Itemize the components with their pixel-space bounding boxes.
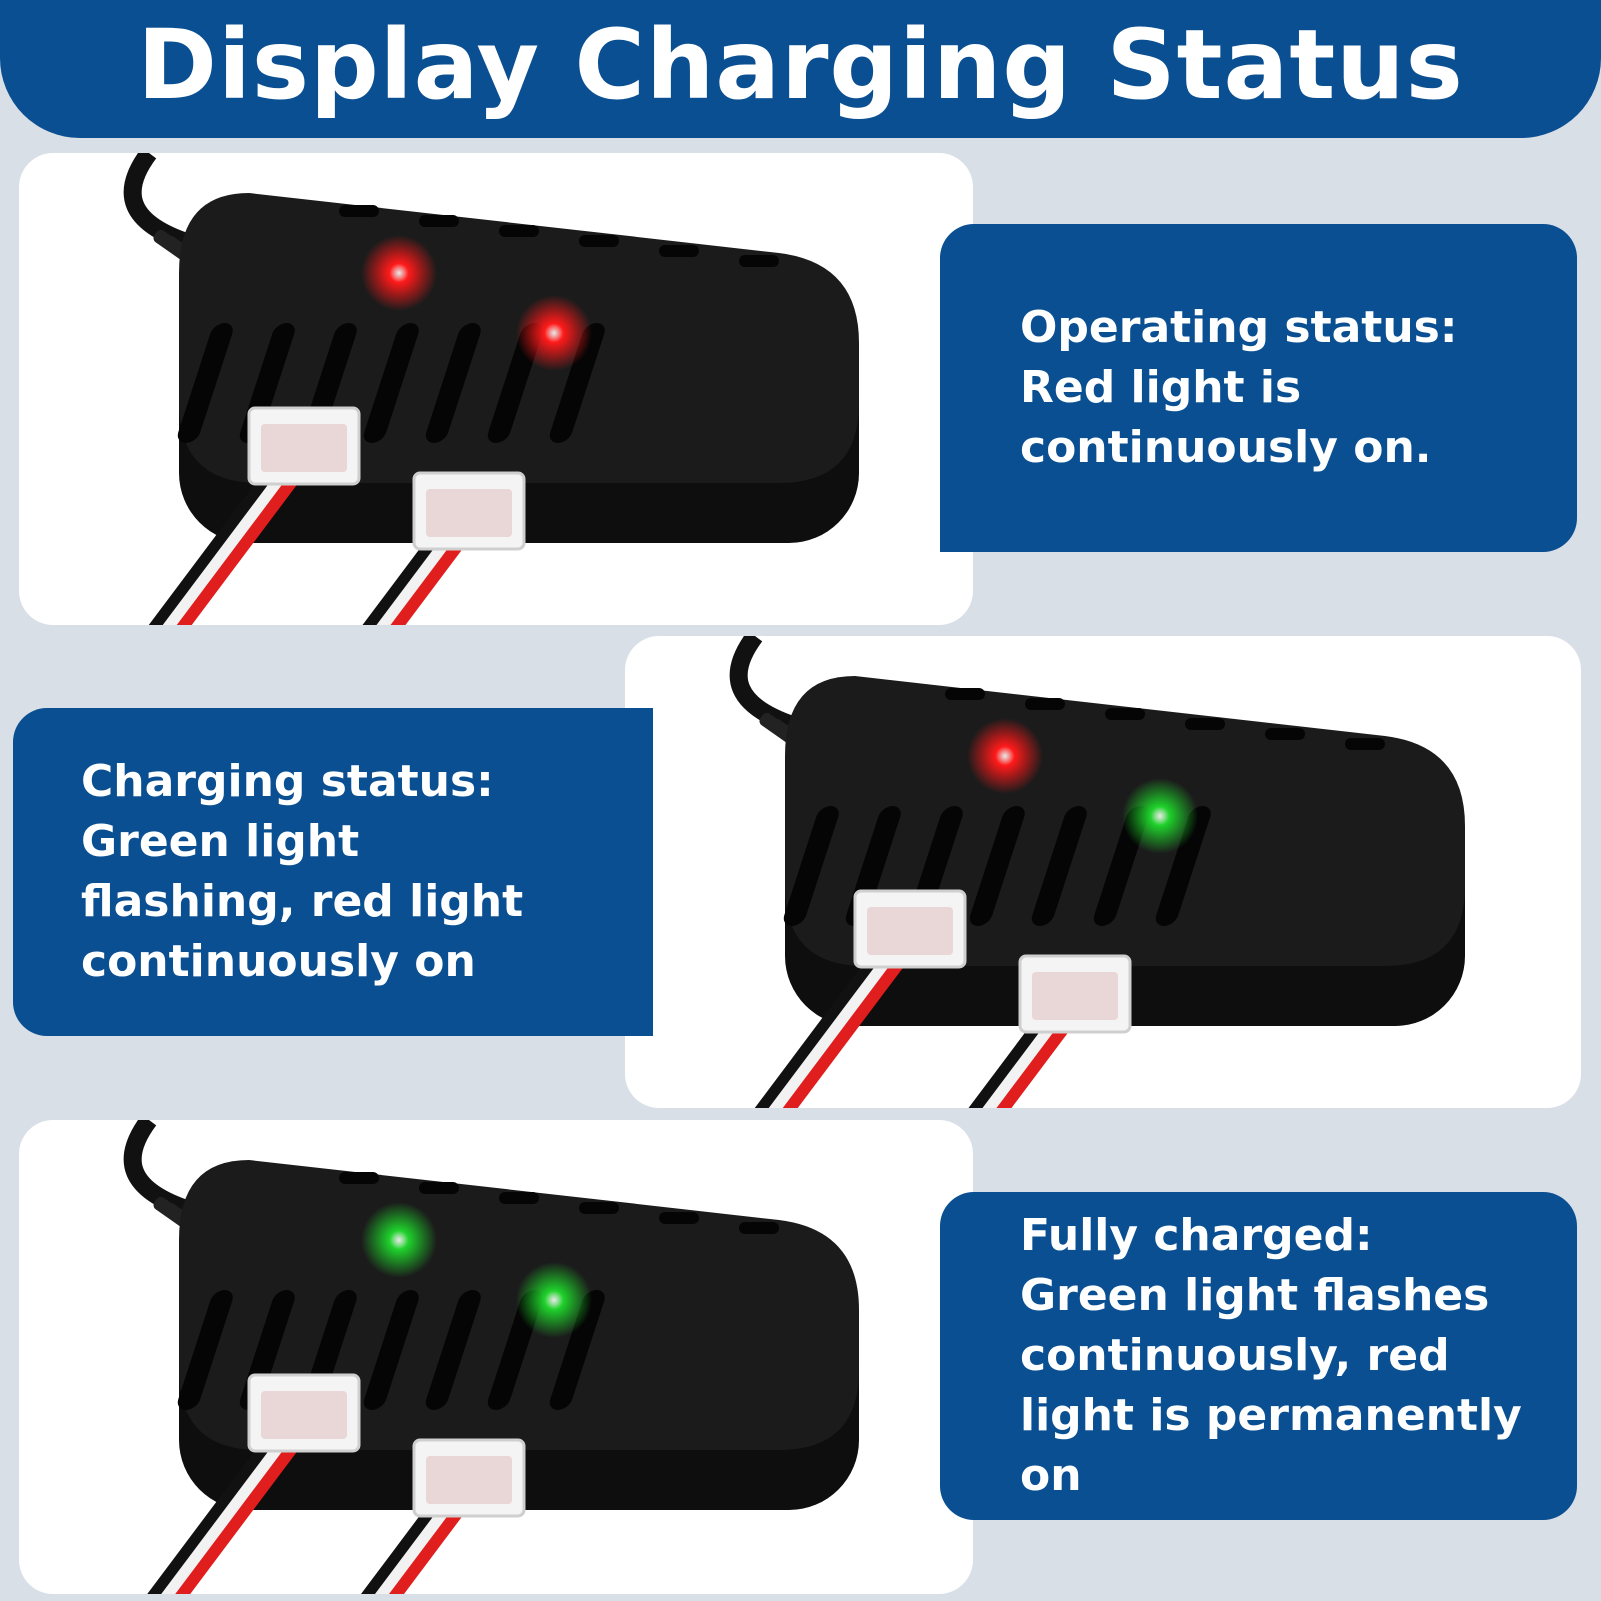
- device-photo-full: [19, 1120, 973, 1594]
- status-panel-operating: Operating status: Red light is continuou…: [940, 224, 1577, 552]
- led-indicator-bottom: [516, 295, 592, 371]
- charger-device: [123, 1120, 859, 1594]
- status-panel-charging: Charging status: Green light flashing, r…: [13, 708, 653, 1036]
- power-cable: [729, 636, 798, 735]
- status-text-operating: Operating status: Red light is continuou…: [1020, 302, 1458, 473]
- status-text-full: Fully charged: Green light flashes conti…: [1020, 1210, 1522, 1501]
- led-indicator-top: [361, 235, 437, 311]
- charger-device-image: [729, 636, 1465, 1108]
- status-panel-full: Fully charged: Green light flashes conti…: [940, 1192, 1577, 1520]
- charger-device-image: [123, 1120, 859, 1594]
- power-cable: [123, 153, 192, 252]
- header-banner: Display Charging Status: [0, 0, 1601, 138]
- charger-device-image: [123, 153, 859, 625]
- device-photo-operating: [19, 153, 973, 625]
- led-indicator-top: [967, 718, 1043, 794]
- led-indicator-bottom: [516, 1262, 592, 1338]
- page-title: Display Charging Status: [137, 9, 1464, 121]
- led-indicator-top: [361, 1202, 437, 1278]
- device-photo-charging: [625, 636, 1581, 1108]
- status-text-charging: Charging status: Green light flashing, r…: [81, 756, 524, 987]
- power-cable: [123, 1120, 192, 1219]
- charger-device: [123, 153, 859, 625]
- charger-device: [729, 636, 1465, 1108]
- led-indicator-bottom: [1122, 778, 1198, 854]
